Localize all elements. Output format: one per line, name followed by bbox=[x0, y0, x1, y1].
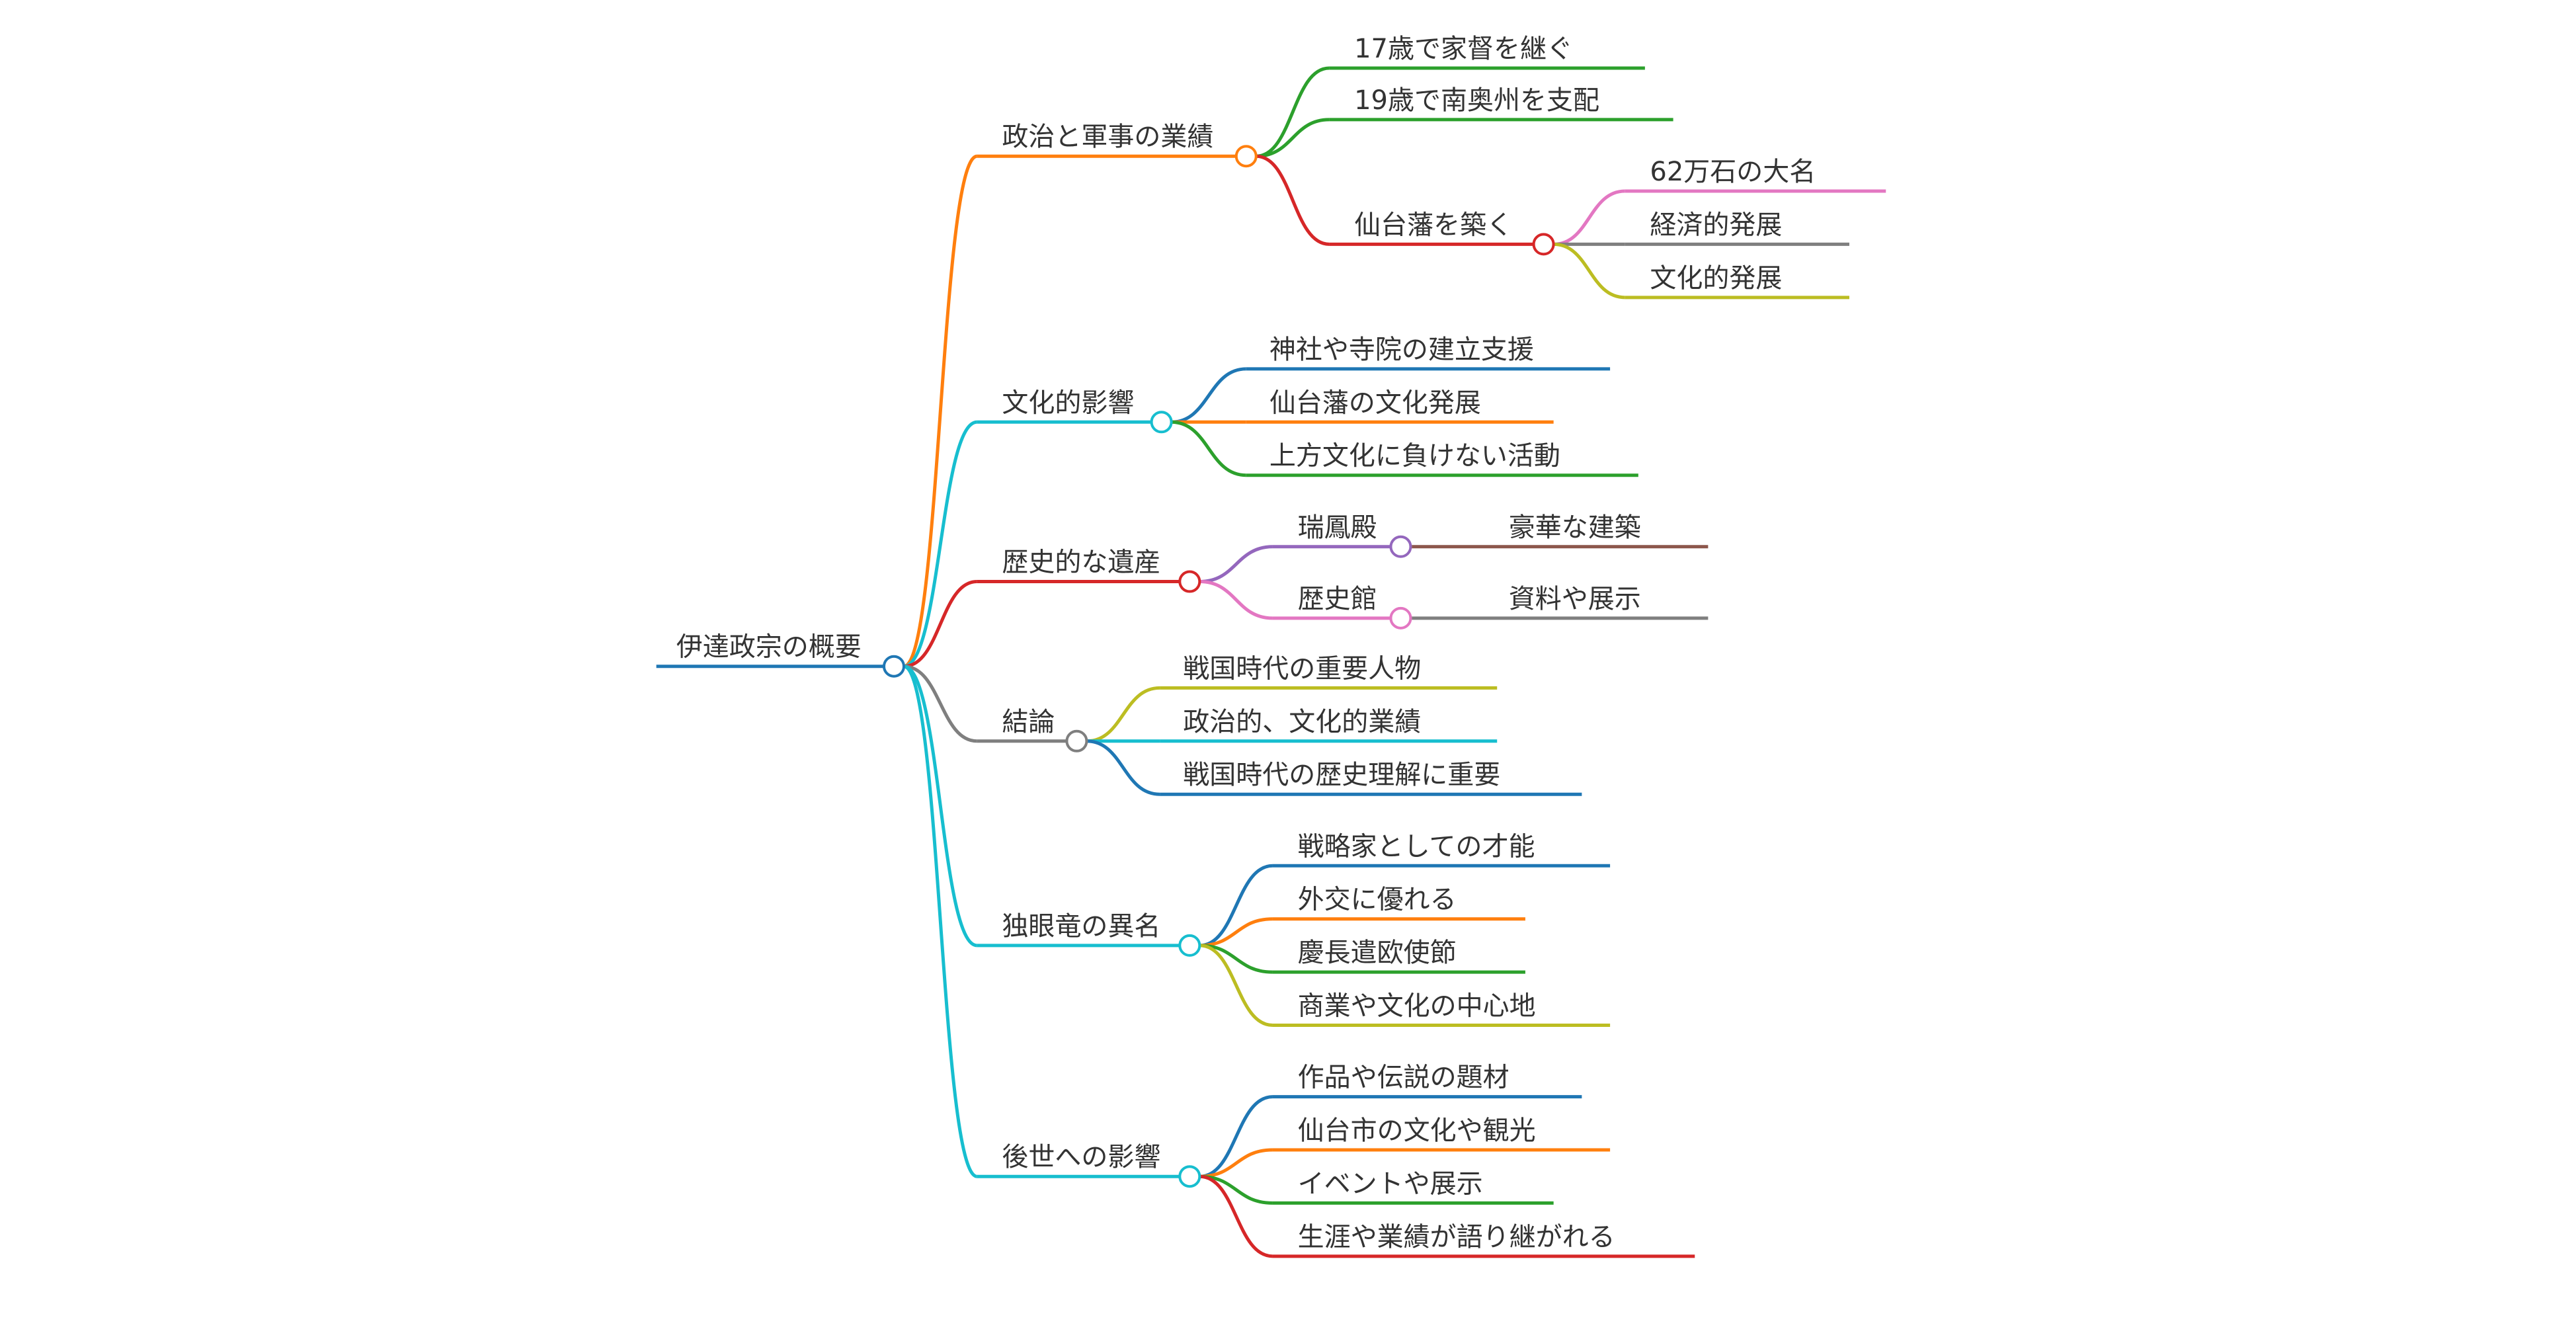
branch-connector bbox=[1553, 189, 1625, 246]
branch-connector bbox=[1199, 944, 1273, 1028]
collapse-toggle[interactable] bbox=[1178, 570, 1201, 593]
node-label[interactable]: 豪華な建築 bbox=[1509, 512, 1641, 543]
branch-connector bbox=[1199, 1148, 1273, 1178]
node-label[interactable]: 独眼竜の異名 bbox=[1002, 911, 1160, 942]
node-label[interactable]: 文化的影響 bbox=[1002, 387, 1134, 418]
node-label[interactable]: 政治的、文化的業績 bbox=[1183, 707, 1421, 737]
branch-connector bbox=[1199, 1095, 1273, 1178]
branch-connector bbox=[1086, 686, 1160, 743]
branch-connector bbox=[903, 420, 978, 669]
node-label[interactable]: 外交に優れる bbox=[1298, 885, 1457, 915]
node-label[interactable]: 仙台市の文化や観光 bbox=[1298, 1116, 1536, 1146]
mindmap-nodes bbox=[882, 145, 1555, 1188]
node-label[interactable]: イベントや展示 bbox=[1298, 1168, 1483, 1199]
branch-connector bbox=[1256, 154, 1330, 246]
branch-connector bbox=[1553, 242, 1625, 300]
node-label[interactable]: 戦国時代の歴史理解に重要 bbox=[1183, 760, 1500, 790]
collapse-toggle[interactable] bbox=[1389, 535, 1412, 558]
collapse-toggle[interactable] bbox=[882, 655, 905, 678]
branch-connector bbox=[1199, 545, 1273, 584]
node-label[interactable]: 神社や寺院の建立支援 bbox=[1269, 335, 1534, 365]
branch-connector bbox=[1199, 917, 1273, 948]
collapse-toggle[interactable] bbox=[1065, 729, 1088, 752]
node-label[interactable]: 19歳で南奥州を支配 bbox=[1354, 85, 1599, 116]
branch-connector bbox=[1199, 1174, 1273, 1258]
node-label[interactable]: 歴史的な遺産 bbox=[1002, 548, 1160, 578]
branch-connector bbox=[1256, 118, 1330, 158]
node-label[interactable]: 瑞鳳殿 bbox=[1298, 512, 1377, 543]
node-label[interactable]: 上方文化に負けない活動 bbox=[1269, 441, 1560, 471]
node-label[interactable]: 後世への影響 bbox=[1002, 1142, 1160, 1172]
node-label[interactable]: 仙台藩の文化発展 bbox=[1269, 387, 1481, 418]
node-label[interactable]: 慶長遣欧使節 bbox=[1298, 938, 1457, 968]
node-label[interactable]: 17歳で家督を継ぐ bbox=[1354, 34, 1573, 64]
branch-connector bbox=[1171, 367, 1246, 424]
node-label[interactable]: 文化的発展 bbox=[1650, 263, 1782, 294]
node-label[interactable]: 戦国時代の重要人物 bbox=[1183, 653, 1421, 684]
node-label[interactable]: 商業や文化の中心地 bbox=[1298, 991, 1536, 1022]
node-label[interactable]: 資料や展示 bbox=[1509, 584, 1641, 614]
node-label[interactable]: 戦略家としての才能 bbox=[1298, 831, 1535, 862]
branch-connector bbox=[1199, 580, 1273, 620]
branch-connector bbox=[903, 665, 977, 743]
node-label[interactable]: 結論 bbox=[1002, 707, 1055, 737]
node-label[interactable]: 政治と軍事の業績 bbox=[1002, 122, 1213, 152]
collapse-toggle[interactable] bbox=[1532, 233, 1555, 256]
collapse-toggle[interactable] bbox=[1389, 606, 1412, 629]
node-label[interactable]: 歴史館 bbox=[1298, 584, 1377, 614]
root-node-label[interactable]: 伊達政宗の概要 bbox=[676, 632, 862, 663]
collapse-toggle[interactable] bbox=[1178, 1165, 1201, 1188]
branch-connector bbox=[903, 154, 978, 669]
node-label[interactable]: 作品や伝説の題材 bbox=[1298, 1063, 1509, 1093]
collapse-toggle[interactable] bbox=[1234, 145, 1258, 168]
branch-connector bbox=[1171, 420, 1246, 477]
mindmap-labels: 伊達政宗の概要 政治と軍事の業績 17歳で家督を継ぐ 19歳で南奥州を支配仙台藩を築く… bbox=[676, 34, 1816, 1252]
node-label[interactable]: 62万石の大名 bbox=[1650, 157, 1816, 187]
branch-connector bbox=[903, 665, 978, 948]
mindmap-edges bbox=[656, 66, 1886, 1258]
node-label[interactable]: 経済的発展 bbox=[1650, 210, 1782, 240]
collapse-toggle[interactable] bbox=[1178, 934, 1201, 957]
branch-connector bbox=[903, 665, 978, 1178]
node-label[interactable]: 仙台藩を築く bbox=[1354, 210, 1513, 240]
branch-connector bbox=[1256, 66, 1330, 158]
branch-connector bbox=[1086, 739, 1160, 796]
node-label[interactable]: 生涯や業績が語り継がれる bbox=[1298, 1222, 1615, 1252]
collapse-toggle[interactable] bbox=[1150, 411, 1173, 434]
branch-connector bbox=[903, 580, 977, 669]
branch-connector bbox=[1199, 864, 1273, 948]
